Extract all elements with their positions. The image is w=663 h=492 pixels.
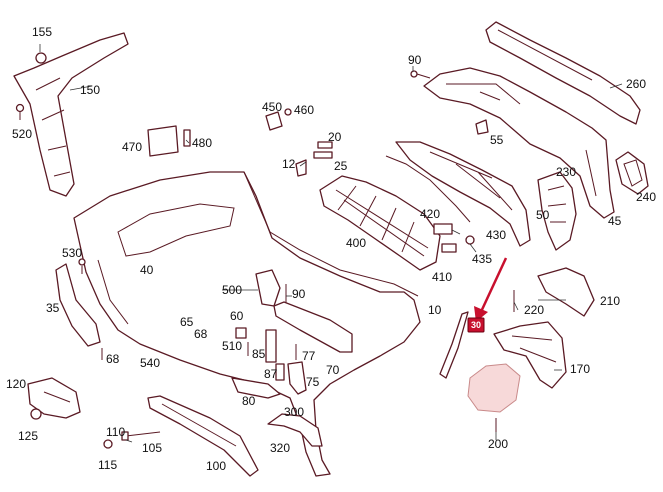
label-320: 320 — [270, 441, 290, 455]
label-150: 150 — [80, 83, 100, 97]
label-520: 520 — [12, 127, 32, 141]
label-450: 450 — [262, 100, 282, 114]
part-80-bracket — [231, 377, 281, 399]
label-260: 260 — [626, 77, 646, 91]
label-430: 430 — [486, 228, 506, 242]
label-540: 540 — [140, 356, 160, 370]
callout-30-box — [467, 317, 485, 333]
part-100-lower-lip — [147, 395, 259, 477]
part-50-side-bracket — [537, 171, 577, 251]
part-35-side-bracket — [55, 263, 103, 360]
label-35: 35 — [46, 301, 60, 315]
label-20: 20 — [328, 130, 342, 144]
label-85: 85 — [252, 347, 266, 361]
callout-30-label: 30 — [471, 320, 481, 330]
label-87: 87 — [264, 367, 278, 381]
part-55-clip — [475, 119, 489, 135]
label-400: 400 — [346, 236, 366, 250]
label-115: 115 — [98, 458, 117, 472]
label-90-mid: 90 — [292, 287, 306, 301]
label-220: 220 — [524, 303, 544, 317]
part-420-430-clips — [433, 223, 475, 253]
part-260-diffuser-trim — [485, 21, 641, 125]
part-70-rail — [273, 301, 353, 353]
label-510: 510 — [222, 339, 242, 353]
label-480: 480 — [192, 136, 212, 150]
part-labels: 155 150 520 90 260 450 460 470 480 20 55… — [6, 25, 656, 473]
part-400-grille — [319, 175, 441, 271]
label-45: 45 — [608, 214, 622, 228]
label-125: 125 — [18, 429, 38, 443]
label-50: 50 — [536, 208, 550, 222]
part-170-bracket — [493, 321, 567, 389]
leader-lines — [39, 44, 623, 443]
part-210-bracket — [513, 267, 595, 317]
label-170: 170 — [570, 362, 590, 376]
part-trim-strip — [385, 155, 471, 223]
label-60: 60 — [230, 309, 244, 323]
label-530: 530 — [62, 246, 82, 260]
label-420: 420 — [420, 207, 440, 221]
part-200-reflector — [467, 363, 521, 432]
part-150-bracket — [13, 32, 129, 197]
label-68-mid: 68 — [194, 327, 208, 341]
part-470-plate — [147, 125, 191, 157]
part-110-bolt — [103, 431, 161, 449]
part-450-clip — [265, 108, 292, 131]
label-12: 12 — [282, 157, 296, 171]
part-bumper-cover — [73, 171, 421, 477]
label-435: 435 — [472, 252, 492, 266]
label-80: 80 — [242, 394, 256, 408]
label-40: 40 — [140, 263, 154, 277]
label-300: 300 — [284, 405, 304, 419]
label-75: 75 — [306, 375, 320, 389]
part-120-bracket — [27, 377, 81, 420]
label-100: 100 — [206, 459, 226, 473]
label-68-left: 68 — [106, 352, 120, 366]
part-mount-clips — [235, 327, 307, 395]
label-77: 77 — [302, 349, 316, 363]
label-65: 65 — [180, 315, 194, 329]
part-20-25-clips — [295, 141, 333, 177]
label-10: 10 — [428, 303, 442, 317]
label-200: 200 — [488, 437, 508, 451]
label-470: 470 — [122, 140, 142, 154]
label-410: 410 — [432, 270, 452, 284]
label-120: 120 — [6, 377, 26, 391]
label-230: 230 — [556, 165, 576, 179]
label-105: 105 — [142, 441, 162, 455]
label-210: 210 — [600, 294, 620, 308]
label-55: 55 — [490, 133, 504, 147]
part-500-bracket — [255, 269, 287, 307]
label-240: 240 — [636, 190, 656, 204]
label-155: 155 — [32, 25, 52, 39]
label-25: 25 — [334, 159, 348, 173]
part-300-side-trim — [267, 413, 323, 447]
part-410-carrier — [395, 141, 531, 247]
part-90-screw-top — [410, 70, 431, 79]
part-520-screw — [15, 103, 25, 120]
label-460: 460 — [294, 103, 314, 117]
label-90-top: 90 — [408, 53, 422, 67]
part-45-diffuser — [423, 67, 615, 219]
part-530-screw — [78, 258, 86, 274]
part-240-exhaust-trim — [615, 151, 649, 195]
label-500: 500 — [222, 283, 242, 297]
part-10-trim-strip — [439, 311, 469, 379]
callout-30: 30 — [467, 257, 508, 333]
label-70: 70 — [326, 363, 340, 377]
label-110: 110 — [106, 425, 125, 439]
